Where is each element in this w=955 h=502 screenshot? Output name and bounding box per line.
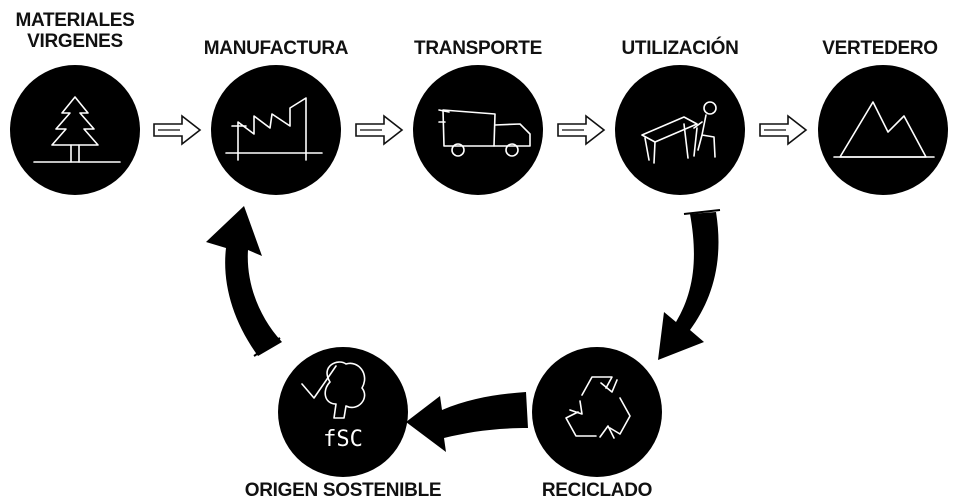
label-transporte: TRANSPORTE (414, 38, 542, 59)
label-materiales-line2: VIRGENES (27, 31, 123, 52)
label-vertedero: VERTEDERO (822, 38, 938, 59)
label-manufactura: MANUFACTURA (203, 38, 349, 59)
node-transporte (413, 65, 543, 195)
label-materiales-line1: MATERIALES (15, 10, 135, 31)
hollow-arrow-icon (355, 114, 404, 146)
label-origen: ORIGEN SOSTENIBLE (244, 480, 442, 501)
node-origen: fSC (278, 347, 408, 477)
label-reciclado: RECICLADO (541, 480, 653, 501)
node-reciclado (532, 347, 662, 477)
origen-circle (278, 347, 408, 477)
reciclado-circle (532, 347, 662, 477)
node-vertedero (818, 65, 948, 195)
utilizacion-circle (615, 65, 745, 195)
person-at-desk-icon (641, 101, 717, 164)
mountains-icon (833, 101, 935, 158)
truck-icon (438, 109, 531, 157)
node-utilizacion (615, 65, 745, 195)
label-utilizacion: UTILIZACIÓN (621, 38, 739, 59)
fsc-checkmark-tree-icon: fSC (301, 361, 366, 452)
hollow-arrow-icon (153, 114, 202, 146)
vertedero-circle (818, 65, 948, 195)
materiales-circle (10, 65, 140, 195)
label-materiales: MATERIALES VIRGENES (0, 10, 150, 52)
curved-solid-arrow-icon (658, 209, 721, 360)
recycle-icon (565, 376, 631, 439)
tree-icon (33, 96, 121, 163)
fsc-icon-text: fSC (323, 427, 363, 452)
factory-icon (225, 97, 323, 161)
manufactura-circle (211, 65, 341, 195)
node-manufactura (211, 65, 341, 195)
hollow-arrow-icon (557, 114, 606, 146)
node-materiales (10, 65, 140, 195)
curved-solid-arrow-icon (206, 206, 282, 357)
transporte-circle (413, 65, 543, 195)
curved-solid-arrow-icon (406, 392, 528, 452)
hollow-arrow-icon (759, 114, 808, 146)
